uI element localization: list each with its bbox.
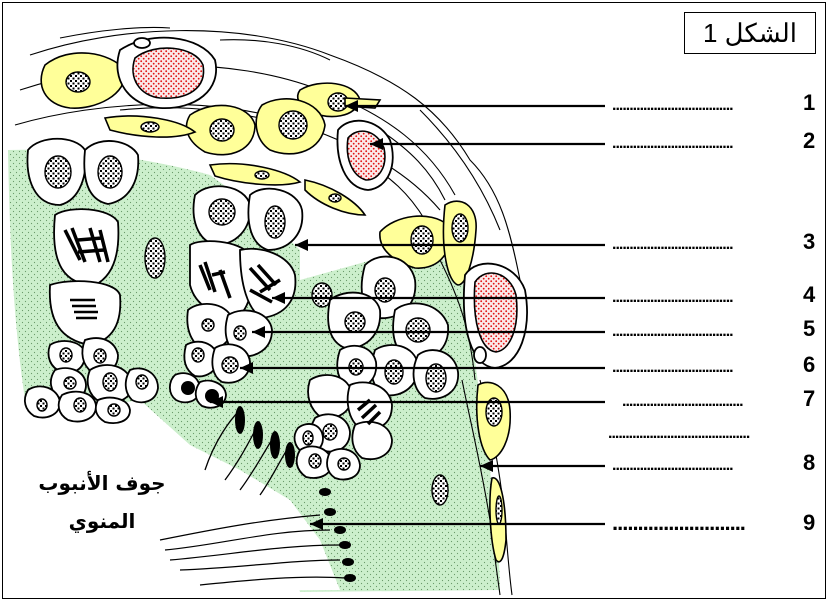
label-8-number: 8 — [803, 450, 815, 475]
label-6-number: 6 — [803, 352, 815, 377]
lumen-label-line1: جوف الأنبوب — [38, 470, 165, 495]
label-7-number: 7 — [803, 386, 815, 411]
label-4-blank: ................................... — [612, 289, 733, 306]
label-1-number: 1 — [803, 90, 815, 115]
label-list: ................................... 1 ..… — [608, 90, 816, 535]
figure-title: الشكل 1 — [684, 12, 816, 54]
label-9-blank: .......................... — [612, 510, 745, 535]
label-8-blank: ................................... — [612, 457, 733, 474]
label-3-number: 3 — [803, 229, 815, 254]
label-7-blank-line2: ........................................… — [608, 425, 750, 442]
label-5-number: 5 — [803, 316, 815, 341]
label-7-blank: ................................... — [622, 393, 743, 410]
label-2-number: 2 — [803, 128, 815, 153]
label-1-blank: ................................... — [612, 97, 733, 114]
label-9-number: 9 — [803, 510, 815, 535]
label-3-blank: ................................... — [612, 236, 733, 253]
label-2-blank: ................................... — [612, 135, 733, 152]
label-4-number: 4 — [803, 282, 816, 307]
label-5-blank: ................................... — [612, 323, 733, 340]
lumen-label-line2: المنوي — [69, 509, 136, 534]
label-6-blank: ................................... — [612, 359, 733, 376]
